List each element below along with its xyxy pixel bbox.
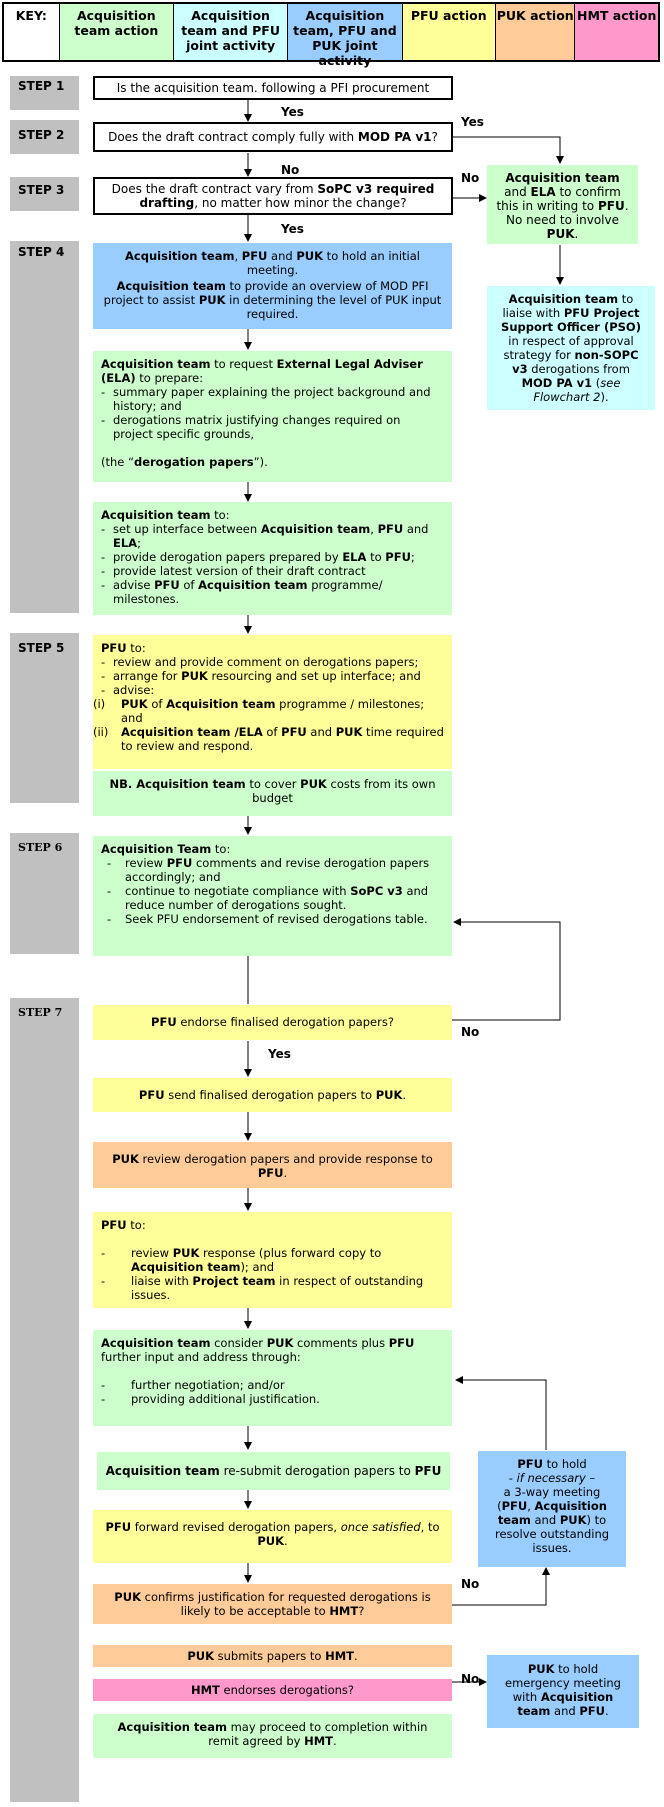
step-3-bar xyxy=(10,177,79,211)
step3-question: Does the draft contract vary from SoPC v… xyxy=(93,177,453,215)
list-item: PUK of Acquisition team programme / mile… xyxy=(93,697,444,725)
list-item: set up interface between Acquisition tea… xyxy=(101,522,444,550)
key-hmt-action: HMT action xyxy=(575,4,658,60)
key-acquisition-pfu: Acquisition team and PFU joint activity xyxy=(173,4,289,60)
answer-yes-4: Yes xyxy=(268,1047,291,1061)
key-pfu-action: PFU action xyxy=(402,4,496,60)
list-item: review PUK response (plus forward copy t… xyxy=(101,1246,444,1274)
step7-pfu-review-response: PFU to: review PUK response (plus forwar… xyxy=(93,1212,452,1308)
step-6-bar xyxy=(10,833,79,954)
key-label: KEY: xyxy=(4,4,60,60)
step7-consider-comments: Acquisition team consider PUK comments p… xyxy=(93,1330,452,1426)
list-item: arrange for PUK resourcing and set up in… xyxy=(101,669,444,683)
step7-puk-review: PUK review derogation papers and provide… xyxy=(93,1142,452,1188)
step-6-label: STEP 6 xyxy=(18,841,63,854)
step7-pfu-endorse-question: PFU endorse finalised derogation papers? xyxy=(93,1005,452,1040)
answer-no-3: No xyxy=(461,1025,480,1039)
step7-pfu-send-papers: PFU send finalised derogation papers to … xyxy=(93,1078,452,1112)
list-item: liaise with Project team in respect of o… xyxy=(101,1274,444,1302)
step-4-bar xyxy=(10,241,79,613)
answer-no-2: No xyxy=(461,171,480,185)
list-item: derogations matrix justifying changes re… xyxy=(101,413,444,441)
step-5-bar xyxy=(10,633,79,803)
emergency-meeting-box: PUK to hold emergency meeting with Acqui… xyxy=(487,1655,639,1728)
key-acquisition-team: Acquisition team action xyxy=(59,4,174,60)
step4-request-ela: Acquisition team to request External Leg… xyxy=(93,351,452,482)
step7-proceed-completion: Acquisition team may proceed to completi… xyxy=(93,1714,452,1758)
step-1-bar xyxy=(10,76,79,110)
step7-pfu-forward: PFU forward revised derogation papers, o… xyxy=(93,1510,452,1563)
step4-initial-meeting: Acquisition team, PFU and PUK to hold an… xyxy=(93,243,452,329)
step1-question: Is the acquisition team. following a PFI… xyxy=(93,76,453,100)
answer-yes-2: Yes xyxy=(461,115,484,129)
step2-question: Does the draft contract comply fully wit… xyxy=(93,122,453,152)
step-4-label: STEP 4 xyxy=(18,245,65,259)
step7-puk-submits: PUK submits papers to HMT. xyxy=(93,1645,452,1667)
step-3-label: STEP 3 xyxy=(18,183,65,197)
step7-resubmit: Acquisition team re-submit derogation pa… xyxy=(97,1452,450,1490)
answer-yes-1: Yes xyxy=(281,105,304,119)
liaise-pso-box: Acquisition team to liaise with PFU Proj… xyxy=(487,286,655,410)
step-2-bar xyxy=(10,120,79,154)
step7-puk-confirms-question: PUK confirms justification for requested… xyxy=(93,1584,452,1624)
step-7-label: STEP 7 xyxy=(18,1006,63,1019)
list-item: Seek PFU endorsement of revised derogati… xyxy=(107,912,444,926)
key-puk-action: PUK action xyxy=(495,4,576,60)
three-way-meeting-box: PFU to hold - if necessary – a 3-way mee… xyxy=(478,1451,626,1567)
list-item: provide derogation papers prepared by EL… xyxy=(101,550,444,564)
step5-pfu-tasks: PFU to: review and provide comment on de… xyxy=(93,635,452,769)
step-5-label: STEP 5 xyxy=(18,641,65,655)
key-acquisition-pfu-puk: Acquisition team, PFU and PUK joint acti… xyxy=(288,4,403,68)
step6-revise-papers: Acquisition Team to: review PFU comments… xyxy=(93,836,452,956)
answer-yes-3: Yes xyxy=(281,222,304,236)
list-item: advise PFU of Acquisition team programme… xyxy=(101,578,444,606)
list-item: provide latest version of their draft co… xyxy=(101,564,444,578)
step4-setup-interface: Acquisition team to: set up interface be… xyxy=(93,502,452,615)
list-item: continue to negotiate compliance with So… xyxy=(107,884,444,912)
list-item: further negotiation; and/or xyxy=(101,1378,444,1392)
legend-key: KEY: Acquisition team action Acquisition… xyxy=(2,2,660,68)
step-7-bar xyxy=(10,998,79,1802)
step5-nb-costs: NB. Acquisition team to cover PUK costs … xyxy=(93,771,452,816)
list-item: Acquisition team /ELA of PFU and PUK tim… xyxy=(93,725,444,753)
list-item: review PFU comments and revise derogatio… xyxy=(107,856,444,884)
list-item: providing additional justification. xyxy=(101,1392,444,1406)
answer-no-5: No xyxy=(461,1672,480,1686)
step7-hmt-endorses-question: HMT endorses derogations? xyxy=(93,1679,452,1701)
step-2-label: STEP 2 xyxy=(18,128,65,142)
confirm-writing-box: Acquisition team and ELA to confirm this… xyxy=(487,165,638,244)
answer-no-1: No xyxy=(281,163,300,177)
answer-no-4: No xyxy=(461,1577,480,1591)
step-1-label: STEP 1 xyxy=(18,79,65,93)
list-item: summary paper explaining the project bac… xyxy=(101,385,444,413)
list-item: review and provide comment on derogation… xyxy=(101,655,444,669)
list-item: advise: xyxy=(101,683,444,697)
